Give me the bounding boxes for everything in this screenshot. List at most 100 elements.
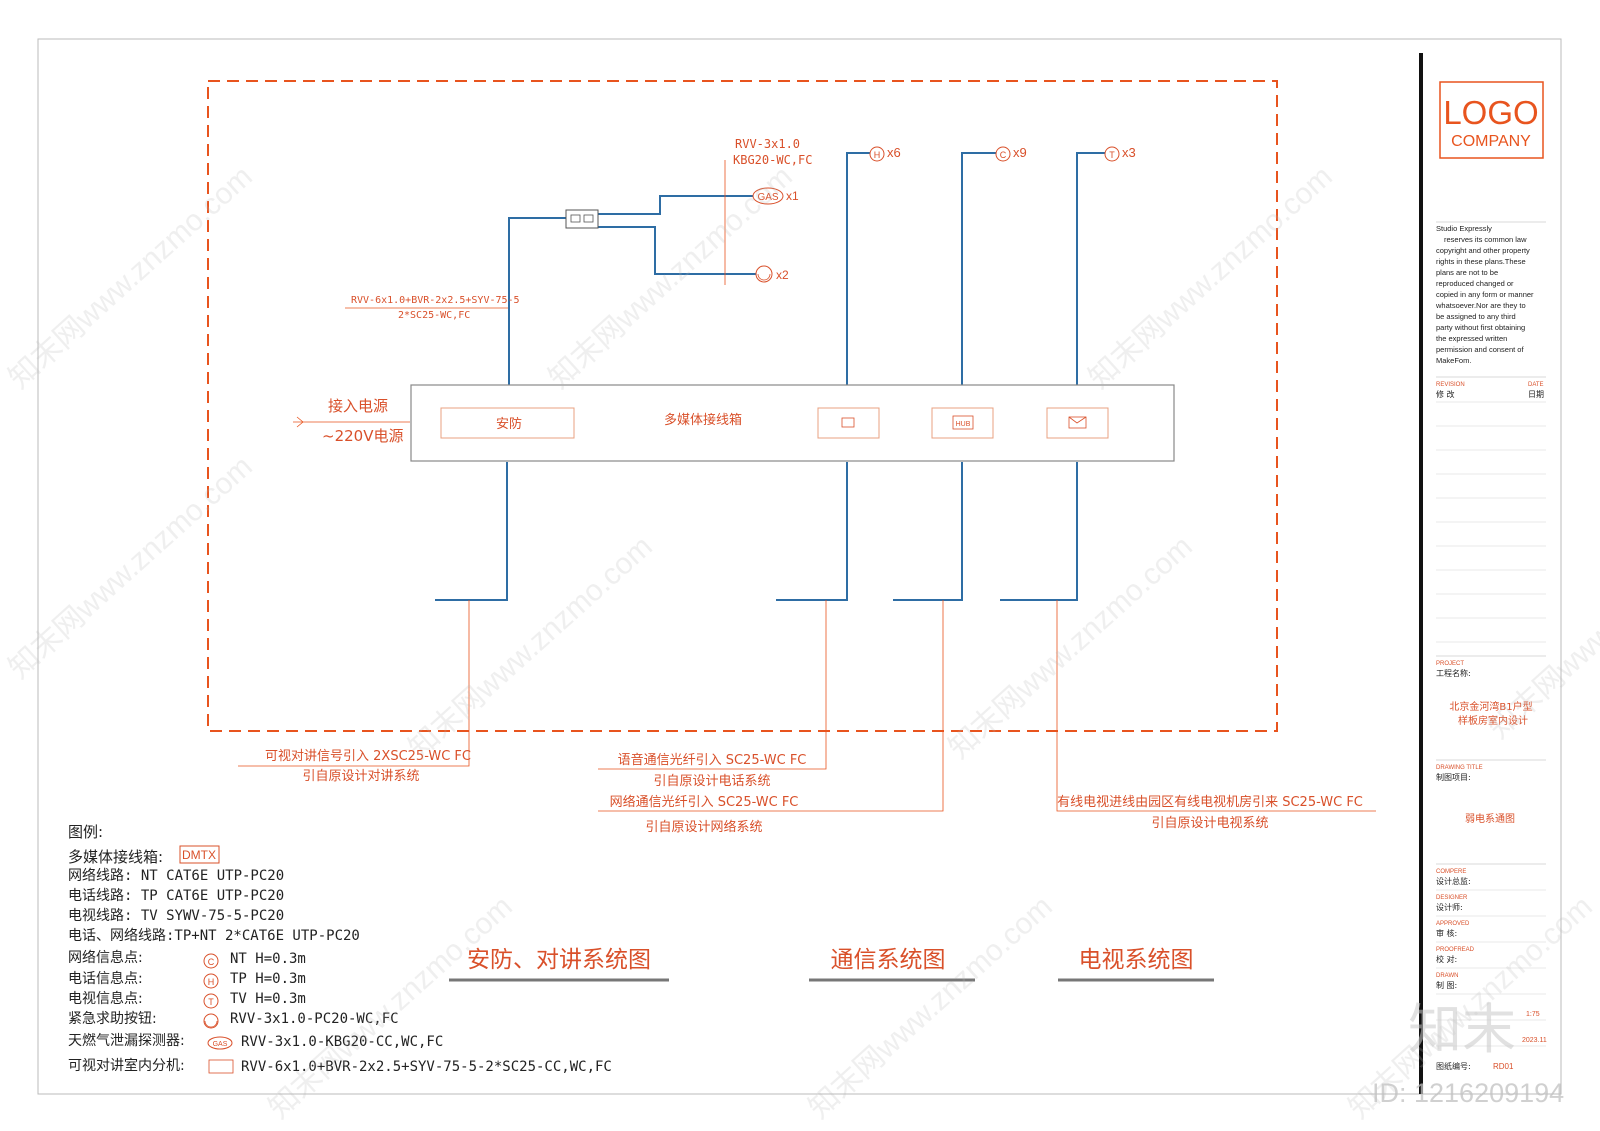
title-security: 安防、对讲系统图 — [467, 947, 651, 973]
drawing-number: RD01 — [1493, 1062, 1514, 1071]
legend-point-net-text: NT H=0.3m — [230, 951, 306, 967]
intercom-cable-label-2: 2*SC25-WC,FC — [398, 310, 470, 321]
leader-tv — [1056, 600, 1376, 812]
notice-line: the expressed written — [1436, 334, 1507, 343]
legend-point-tv-text: TV H=0.3m — [230, 991, 306, 1007]
company-text: COMPANY — [1451, 133, 1531, 150]
legend-row-tv: 电视线路: TV SYWV-75-5-PC20 — [68, 908, 284, 924]
date-cn: 日期 — [1528, 390, 1544, 399]
button-cable — [598, 226, 756, 275]
legend-point-button-symbol — [203, 1013, 219, 1029]
designer-cn: 设计师: — [1436, 902, 1463, 912]
notice-line: reproduced changed or — [1436, 279, 1514, 288]
multimedia-box-title: 多媒体接线箱 — [664, 412, 742, 428]
scale-value: 1:75 — [1526, 1011, 1540, 1018]
legend-row-phone-net: 电话、网络线路:TP+NT 2*CAT6E UTP-PC20 — [68, 928, 360, 944]
project-cn: 工程名称: — [1436, 668, 1471, 678]
designer-en: DESIGNER — [1436, 895, 1468, 901]
h-outlet-cable — [846, 152, 870, 385]
multimedia-box — [410, 384, 1175, 462]
notice-line: copyright and other property — [1436, 246, 1530, 255]
security-up-cable — [508, 217, 567, 385]
logo-text: LOGO — [1443, 94, 1538, 131]
notice-line: Studio Expressly — [1436, 224, 1492, 233]
phone-module-icon — [841, 417, 855, 428]
power-in-label: 接入电源 — [328, 397, 388, 415]
legend-point-gas-symbol — [207, 1036, 233, 1050]
watermark-brand: 知末 — [1408, 998, 1516, 1061]
leader-lines — [238, 160, 1376, 812]
watermark-text: 知末网www.znzmo.com — [943, 530, 1199, 765]
incoming-security-2: 引自原设计对讲系统 — [302, 769, 419, 784]
proofread-cn: 校 对: — [1436, 954, 1457, 964]
gas-cable — [598, 195, 753, 215]
watermark-text: 知末网www.znzmo.com — [1083, 160, 1339, 395]
incoming-tv-2: 引自原设计电视系统 — [1151, 816, 1268, 831]
project-en: PROJECT — [1436, 661, 1464, 667]
phone-module — [817, 407, 880, 439]
legend: 图例: 多媒体接线箱: DMTX 网络线路: NT CAT6E UTP-PC20… — [68, 823, 612, 1075]
sheet-border — [37, 38, 1562, 1095]
intercom-cable-label-1: RVV-6x1.0+BVR-2x2.5+SYV-75-5 — [351, 295, 520, 306]
outlet-h-count: x6 — [887, 145, 901, 160]
legend-point-net-letter: C — [208, 957, 215, 967]
incoming-security-1: 可视对讲信号引入 2XSC25-WC FC — [265, 749, 471, 764]
legend-point-phone-label: 电话信息点: — [68, 970, 143, 987]
net-down-cable — [893, 462, 963, 601]
revision-cn: 修 改 — [1436, 389, 1455, 399]
security-module — [440, 407, 575, 439]
intercom-unit-symbol — [565, 209, 599, 229]
outlet-c-letter: C — [1000, 150, 1007, 160]
legend-point-phone-text: TP H=0.3m — [230, 971, 306, 987]
legend-title: 图例: — [68, 823, 103, 841]
notice-line: plans are not to be — [1436, 268, 1498, 277]
watermark-text: 知末网www.znzmo.com — [3, 160, 259, 395]
tv-module — [1046, 407, 1109, 439]
outlet-c-symbol — [995, 146, 1011, 162]
legend-point-intercom-text: RVV-6x1.0+BVR-2x2.5+SYV-75-5-2*SC25-CC,W… — [241, 1059, 612, 1075]
incoming-tv-1: 有线电视进线由园区有线电视机房引来 SC25-WC FC — [1057, 794, 1363, 810]
legend-point-phone-symbol — [203, 973, 219, 989]
legend-point-intercom-symbol — [208, 1059, 234, 1074]
logo-frame — [1439, 81, 1544, 159]
drawing-name: 弱电系通图 — [1465, 812, 1515, 825]
revision-en: REVISION — [1436, 382, 1465, 388]
drawing-title-en: DRAWING TITLE — [1436, 765, 1483, 771]
legend-point-tv-symbol — [203, 993, 219, 1009]
hub-module — [931, 407, 994, 439]
legend-point-tv-label: 电视信息点: — [68, 990, 143, 1007]
cable-lines — [435, 152, 1105, 601]
c-outlet-cable — [961, 152, 996, 385]
watermark-text: 知末网www.znzmo.com — [3, 450, 259, 685]
security-down-cable — [435, 462, 508, 601]
gas-detector-label: GAS — [757, 192, 778, 203]
incoming-phone-1: 语音通信光纤引入 SC25-WC FC — [618, 752, 807, 768]
notice-line: MakeFom. — [1436, 356, 1471, 365]
notice-line: copied in any form or manner — [1436, 290, 1534, 299]
legend-point-tv-letter: T — [208, 997, 214, 1007]
compere-en: COMPERE — [1436, 869, 1466, 875]
leader-phone — [598, 600, 827, 770]
phone-down-cable — [776, 462, 848, 601]
legend-point-net-label: 网络信息点: — [68, 949, 143, 966]
drawing-number-label: 图纸编号: — [1436, 1061, 1471, 1071]
project-name-1: 北京金河湾B1户型 — [1449, 700, 1532, 713]
approved-en: APPROVED — [1436, 921, 1470, 927]
tv-splitter-icon — [1068, 416, 1087, 429]
legend-point-net-symbol — [203, 953, 219, 969]
outlet-t-symbol — [1104, 146, 1120, 162]
revision-rows — [1436, 401, 1546, 1047]
legend-box-tag: DMTX — [182, 848, 216, 862]
watermark-text: 知末网www.znzmo.com — [803, 890, 1059, 1125]
dashed-boundary — [207, 80, 1278, 732]
notice-line: whatsoever.Nor are they to — [1435, 301, 1526, 310]
gas-count: x1 — [786, 189, 799, 203]
compere-cn: 设计总监: — [1436, 876, 1471, 886]
legend-box-tag-frame — [179, 845, 220, 864]
watermark-text: 知末网www.znzmo.com — [263, 890, 519, 1125]
leader-net — [598, 600, 944, 812]
legend-point-button-text: RVV-3x1.0-PC20-WC,FC — [230, 1011, 399, 1027]
outlet-h-symbol — [869, 146, 885, 162]
gas-cable-label-2: KBG20-WC,FC — [733, 153, 812, 167]
date-value: 2023.11 — [1522, 1037, 1547, 1044]
